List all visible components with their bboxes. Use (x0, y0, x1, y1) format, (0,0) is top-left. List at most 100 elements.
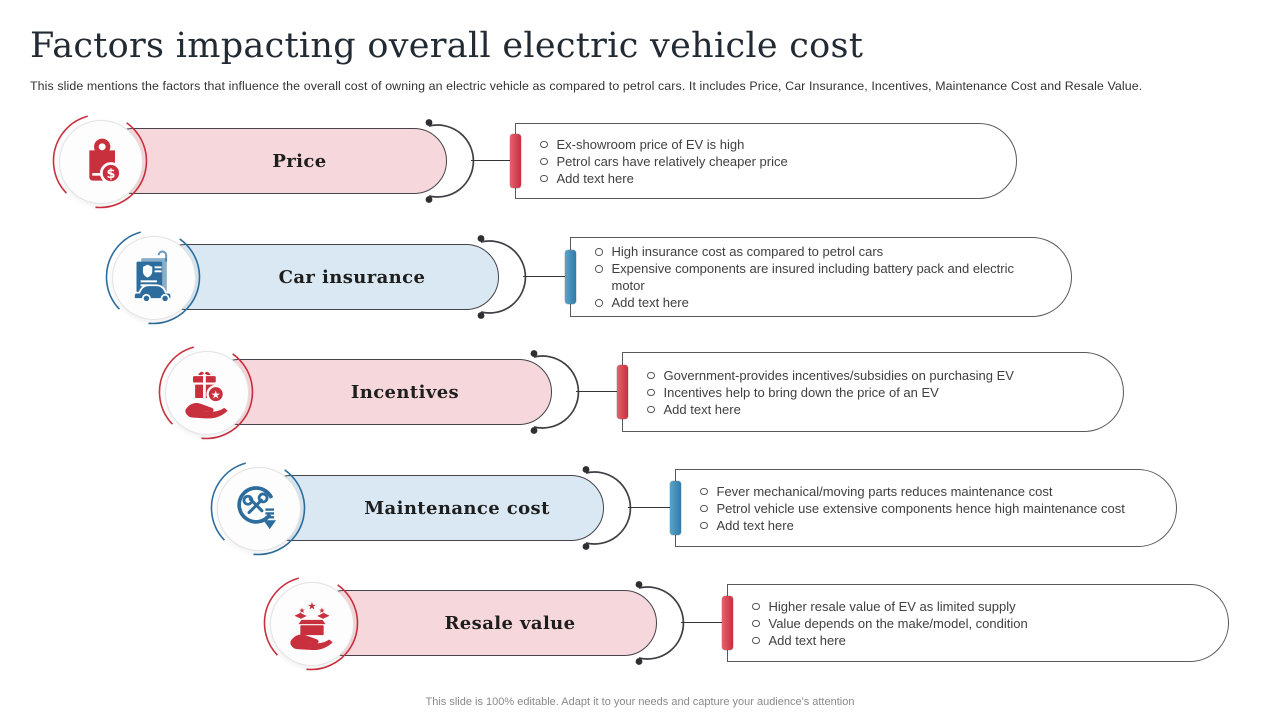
bracket-arc-decoration (530, 350, 580, 434)
bullet-item: Add text here (752, 632, 1182, 649)
bullet-item: Add text here (700, 517, 1130, 534)
bullet-text: Add text here (663, 401, 741, 417)
factor-pill[interactable]: Incentives (206, 359, 552, 425)
bullet-text: Petrol cars have relatively cheaper pric… (556, 153, 788, 169)
factor-pill[interactable]: Resale value (311, 590, 657, 656)
factor-pill[interactable]: Maintenance cost (258, 475, 604, 541)
bullet-text: Add text here (768, 632, 846, 648)
slide-footer-note: This slide is 100% editable. Adapt it to… (425, 696, 855, 708)
icon-circle-bg: ★ (165, 351, 249, 435)
bullet-item: Add text here (540, 170, 970, 187)
connector-line (471, 160, 517, 161)
bullet-list: High insurance cost as compared to petro… (571, 243, 1071, 311)
accent-bar (722, 596, 733, 650)
bullet-text: Expensive components are insured includi… (611, 261, 1015, 293)
bullet-item: Higher resale value of EV as limited sup… (752, 598, 1182, 615)
factor-label: Price (272, 150, 327, 172)
bullet-item: Fever mechanical/moving parts reduces ma… (700, 483, 1130, 500)
factor-label: Maintenance cost (364, 497, 550, 519)
circle-accent-arc (105, 229, 201, 325)
bullet-marker-icon (540, 157, 548, 165)
factor-label: Resale value (444, 612, 576, 634)
bullet-list: Higher resale value of EV as limited sup… (728, 598, 1228, 649)
gift-incentive-icon: ★ (185, 371, 228, 419)
factor-detail-box[interactable]: Government-provides incentives/subsidies… (617, 352, 1124, 432)
circle-accent-arc (263, 575, 359, 671)
accent-bar (510, 134, 521, 188)
bracket-arc-decoration (477, 235, 527, 319)
bullet-marker-icon (595, 248, 603, 256)
maintenance-tools-icon (237, 486, 277, 530)
bullet-marker-icon (647, 405, 655, 413)
circle-accent-arc (158, 344, 254, 440)
bullet-item: Expensive components are insured includi… (595, 260, 1025, 294)
factor-pill[interactable]: Price (100, 128, 447, 194)
accent-bar (670, 481, 681, 535)
accent-bar (617, 365, 628, 419)
bullet-item: Add text here (595, 294, 1025, 311)
bullet-marker-icon (647, 371, 655, 379)
bullet-marker-icon (540, 140, 548, 148)
svg-text:$: $ (106, 167, 115, 182)
bullet-marker-icon (595, 265, 603, 273)
resale-box-icon: ★★★ (290, 600, 333, 651)
bullet-list: Government-provides incentives/subsidies… (623, 367, 1123, 418)
bullet-text: Add text here (611, 295, 689, 310)
slide-title: Factors impacting overall electric vehic… (30, 26, 864, 66)
bullet-text: Higher resale value of EV as limited sup… (768, 598, 1016, 614)
factor-label: Incentives (350, 381, 460, 403)
bullet-marker-icon (752, 602, 760, 610)
factor-detail-box[interactable]: Fever mechanical/moving parts reduces ma… (670, 469, 1177, 547)
bullet-text: Add text here (716, 517, 794, 533)
price-tag-icon: $ (89, 138, 122, 185)
bracket-arc-decoration (425, 119, 475, 203)
factor-icon-circle (105, 229, 201, 325)
bullet-marker-icon (647, 388, 655, 396)
connector-line (628, 507, 677, 508)
factor-detail-box[interactable]: Higher resale value of EV as limited sup… (722, 584, 1229, 662)
connector-line (681, 622, 729, 623)
bullet-item: High insurance cost as compared to petro… (595, 243, 1025, 260)
accent-bar (565, 250, 576, 304)
bullet-text: High insurance cost as compared to petro… (611, 244, 884, 259)
bullet-marker-icon (700, 504, 708, 512)
icon-circle-bg (112, 236, 196, 320)
factor-icon-circle: $ (52, 113, 148, 209)
bullet-item: Add text here (647, 401, 1077, 418)
connector-line (576, 391, 624, 392)
bullet-text: Government-provides incentives/subsidies… (663, 367, 1014, 383)
bracket-arc-decoration (635, 581, 685, 665)
bullet-item: Petrol vehicle use extensive components … (700, 500, 1130, 517)
svg-text:★: ★ (299, 606, 306, 615)
bullet-marker-icon (540, 174, 548, 182)
svg-text:★: ★ (319, 606, 326, 615)
bullet-item: Incentives help to bring down the price … (647, 384, 1077, 401)
factor-label: Car insurance (278, 266, 426, 288)
bullet-list: Fever mechanical/moving parts reduces ma… (676, 483, 1176, 534)
factor-detail-box[interactable]: High insurance cost as compared to petro… (565, 237, 1072, 317)
bullet-marker-icon (752, 636, 760, 644)
bullet-item: Government-provides incentives/subsidies… (647, 367, 1077, 384)
icon-circle-bg: $ (59, 120, 143, 204)
circle-accent-arc (52, 113, 148, 209)
svg-text:★: ★ (307, 600, 316, 612)
factor-icon-circle: ★★★ (263, 575, 359, 671)
slide-subtitle: This slide mentions the factors that inf… (30, 79, 1143, 93)
factor-pill[interactable]: Car insurance (153, 244, 499, 310)
bullet-marker-icon (700, 487, 708, 495)
bullet-text: Ex-showroom price of EV is high (556, 136, 745, 152)
icon-circle-bg (217, 467, 301, 551)
bullet-marker-icon (595, 299, 603, 307)
bullet-text: Incentives help to bring down the price … (663, 384, 939, 400)
factor-icon-circle (210, 460, 306, 556)
bullet-text: Petrol vehicle use extensive components … (716, 500, 1125, 516)
bullet-marker-icon (752, 619, 760, 627)
bullet-item: Value depends on the make/model, conditi… (752, 615, 1182, 632)
bracket-arc-decoration (582, 466, 632, 550)
insurance-document-icon (133, 250, 173, 303)
svg-text:★: ★ (211, 389, 221, 402)
factor-icon-circle: ★ (158, 344, 254, 440)
